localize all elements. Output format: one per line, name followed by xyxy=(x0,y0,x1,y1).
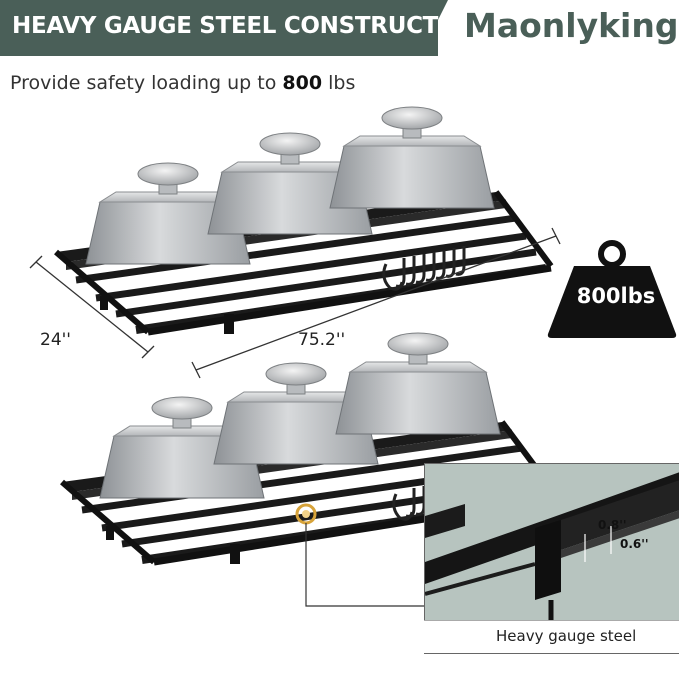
load-capacity-text: Provide safety loading up to 800 lbs xyxy=(10,72,355,94)
inset-caption: Heavy gauge steel xyxy=(496,627,637,645)
brand-name: Maonlyking xyxy=(464,6,679,45)
width-label: 75.2'' xyxy=(298,330,346,350)
load-text-value: 800 xyxy=(282,72,323,94)
load-text-prefix: Provide safety loading up to xyxy=(10,72,283,94)
header-banner: HEAVY GAUGE STEEL CONSTRUCTION Maonlykin… xyxy=(0,0,679,56)
depth-label: 24'' xyxy=(40,330,71,350)
weight-icon xyxy=(547,240,677,338)
banner-title: HEAVY GAUGE STEEL CONSTRUCTION xyxy=(12,13,485,39)
pot-icon xyxy=(329,106,495,209)
inset-caption-box: Heavy gauge steel xyxy=(424,620,679,653)
depth-dimension-line xyxy=(29,255,155,359)
tube-outer-measure: 0.8'' xyxy=(598,518,627,532)
banner-notch xyxy=(420,0,448,56)
banner-background xyxy=(0,0,438,56)
load-text-suffix: lbs xyxy=(322,72,356,94)
callout-connector xyxy=(305,523,424,607)
width-dimension-line xyxy=(191,227,561,379)
weight-badge-label: 800lbs xyxy=(576,284,656,308)
pot-icon xyxy=(335,332,501,435)
tube-inner-measure: 0.6'' xyxy=(620,537,649,551)
